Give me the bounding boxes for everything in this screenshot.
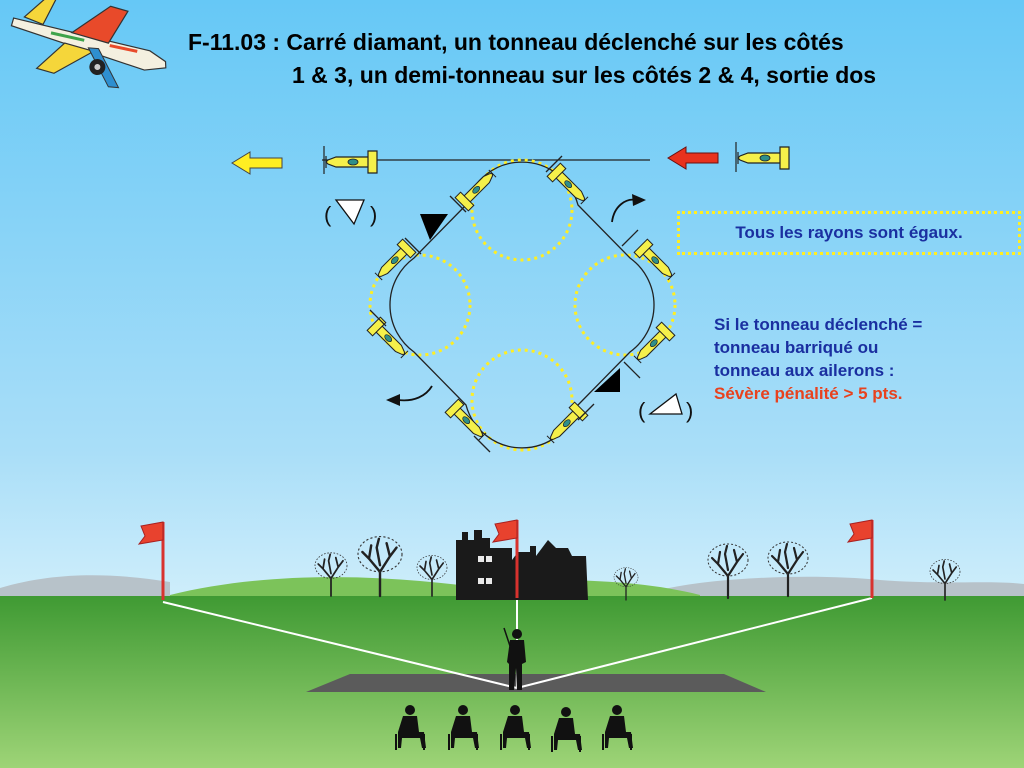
- pilot-silhouette-icon: [503, 627, 526, 690]
- penalty-note-line-2: tonneau barriqué ou: [714, 338, 879, 357]
- optional-triangle-left: ( ): [324, 199, 377, 227]
- page-title-line-2: 1 & 3, un demi-tonneau sur les côtés 2 &…: [292, 62, 877, 88]
- entry-arrow: [667, 146, 719, 170]
- optional-triangle-right: ( ): [638, 392, 693, 423]
- radii-note-box: Tous les rayons sont égaux.: [677, 211, 1021, 255]
- penalty-note-line-3: tonneau aux ailerons :: [714, 361, 895, 380]
- page-title-line-1: F-11.03 : Carré diamant, un tonneau décl…: [188, 29, 844, 55]
- snap-roll-triangle: [594, 368, 620, 392]
- castle-ruin-icon: [456, 530, 588, 600]
- half-roll-arrow: [397, 385, 433, 402]
- svg-text:): ): [686, 398, 693, 423]
- penalty-note-line-4: Sévère pénalité > 5 pts.: [714, 384, 903, 403]
- penalty-note-line-1: Si le tonneau déclenché =: [714, 315, 923, 334]
- path-ticks: [369, 155, 641, 453]
- aerobatic-plane-icon: [10, 0, 167, 89]
- half-roll-arrow-head: [386, 394, 400, 406]
- penalty-note: Si le tonneau déclenché = tonneau barriq…: [714, 313, 922, 405]
- sky-background: [0, 0, 1024, 600]
- distant-hills: [0, 575, 1024, 600]
- half-roll-arrow-head: [632, 194, 646, 206]
- svg-text:): ): [370, 202, 377, 227]
- svg-text:(: (: [324, 202, 332, 227]
- exit-arrow: [231, 151, 283, 175]
- radius-circles: [368, 158, 677, 452]
- svg-text:(: (: [638, 398, 646, 423]
- radii-note-text: Tous les rayons sont égaux.: [735, 223, 963, 242]
- snap-roll-triangle: [420, 214, 448, 240]
